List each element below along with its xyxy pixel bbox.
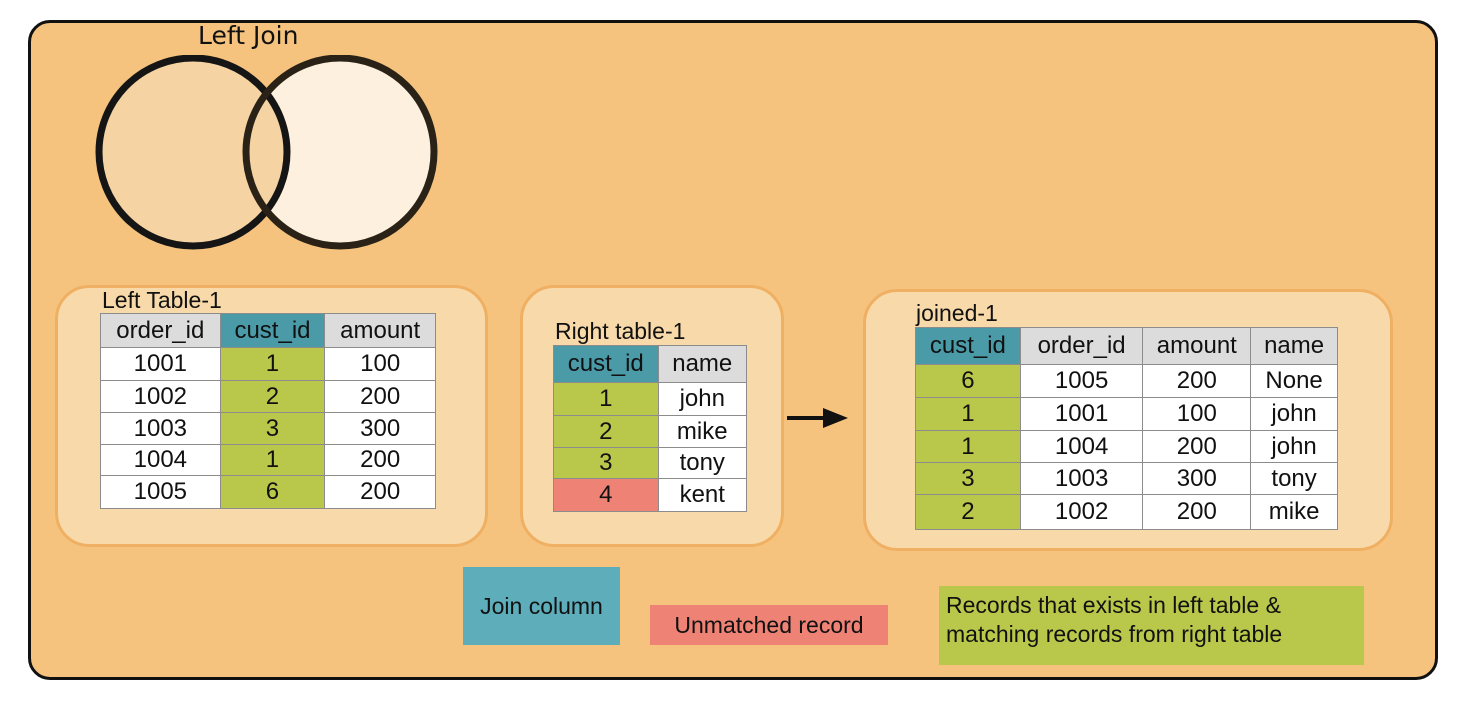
legend-matched-line1: Records that exists in left table & (946, 592, 1281, 618)
table-cell: john (657, 382, 747, 416)
table-cell: 1001 (100, 347, 221, 381)
table-row: 1 john (553, 382, 747, 416)
column-header: name (657, 345, 747, 383)
table-cell: 300 (324, 412, 436, 445)
table-row: 1002 2 200 (100, 380, 436, 413)
joined-table: cust_id order_id amount name 6 1005 200 … (915, 327, 1338, 530)
table-cell: 1004 (100, 444, 221, 476)
table-cell: 100 (1142, 397, 1252, 431)
table-row: 1 1001 100 john (915, 397, 1338, 431)
table-row: 1001 1 100 (100, 347, 436, 381)
join-key-cell: 1 (915, 430, 1021, 463)
table-cell: 200 (1142, 494, 1252, 530)
table-cell: None (1250, 364, 1338, 398)
table-row: 1004 1 200 (100, 444, 436, 476)
column-header: order_id (1019, 327, 1144, 365)
table-cell: tony (657, 447, 747, 479)
table-cell: 200 (324, 475, 436, 509)
join-key-cell: 2 (219, 380, 326, 413)
table-row: 6 1005 200 None (915, 364, 1338, 398)
left-table-label: Left Table-1 (102, 287, 222, 313)
table-cell: 200 (1142, 364, 1252, 398)
join-key-cell: 3 (553, 447, 659, 479)
table-row: 3 tony (553, 447, 747, 479)
legend-unmatched-text: Unmatched record (674, 612, 864, 638)
table-cell: 200 (1142, 430, 1252, 463)
join-column-header: cust_id (219, 313, 326, 348)
diagram-title: Left Join (198, 21, 299, 50)
join-key-cell: 1 (915, 397, 1021, 431)
join-key-cell: 3 (219, 412, 326, 445)
table-cell: 1003 (100, 412, 221, 445)
table-cell: john (1250, 397, 1338, 431)
legend-matched: Records that exists in left table & matc… (939, 586, 1364, 665)
join-key-cell: 1 (219, 347, 326, 381)
table-cell: 100 (324, 347, 436, 381)
venn-diagram (95, 55, 438, 250)
legend-join-column-text: Join column (480, 593, 603, 619)
join-arrow-icon (787, 408, 848, 428)
table-row: 3 1003 300 tony (915, 462, 1338, 495)
table-cell: 1002 (100, 380, 221, 413)
join-key-cell: 1 (219, 444, 326, 476)
table-cell: tony (1250, 462, 1338, 495)
table-cell: 1002 (1019, 494, 1144, 530)
table-row: 2 1002 200 mike (915, 494, 1338, 530)
column-header: order_id (100, 313, 221, 348)
table-row-unmatched: 4 kent (553, 478, 747, 512)
right-set-circle (246, 58, 434, 246)
table-cell: kent (657, 478, 747, 512)
join-column-header: cust_id (915, 327, 1021, 365)
column-header: amount (1142, 327, 1252, 365)
join-key-cell: 1 (553, 382, 659, 416)
join-column-header: cust_id (553, 345, 659, 383)
table-cell: 300 (1142, 462, 1252, 495)
table-cell: 1005 (100, 475, 221, 509)
join-key-cell: 2 (553, 415, 659, 448)
join-key-cell: 6 (219, 475, 326, 509)
unmatched-key-cell: 4 (553, 478, 659, 512)
table-cell: mike (1250, 494, 1338, 530)
right-table-label: Right table-1 (555, 318, 686, 344)
column-header: amount (324, 313, 436, 348)
table-row: 1003 3 300 (100, 412, 436, 445)
table-row: 1005 6 200 (100, 475, 436, 509)
left-table: order_id cust_id amount 1001 1 100 1002 … (100, 313, 436, 509)
table-cell: 1005 (1019, 364, 1144, 398)
table-cell: 1003 (1019, 462, 1144, 495)
table-cell: john (1250, 430, 1338, 463)
table-cell: 200 (324, 444, 436, 476)
column-header: name (1250, 327, 1338, 365)
table-cell: 1004 (1019, 430, 1144, 463)
table-cell: 200 (324, 380, 436, 413)
right-table: cust_id name 1 john 2 mike 3 tony 4 kent (553, 345, 747, 512)
legend-matched-line2: matching records from right table (946, 621, 1283, 647)
table-cell: mike (657, 415, 747, 448)
left-set-circle (99, 58, 287, 246)
joined-table-label: joined-1 (916, 300, 998, 326)
join-key-cell: 2 (915, 494, 1021, 530)
table-cell: 1001 (1019, 397, 1144, 431)
join-key-cell: 3 (915, 462, 1021, 495)
legend-join-column: Join column (463, 567, 620, 645)
table-row: 1 1004 200 john (915, 430, 1338, 463)
table-row: 2 mike (553, 415, 747, 448)
legend-unmatched: Unmatched record (650, 605, 888, 645)
join-key-cell: 6 (915, 364, 1021, 398)
